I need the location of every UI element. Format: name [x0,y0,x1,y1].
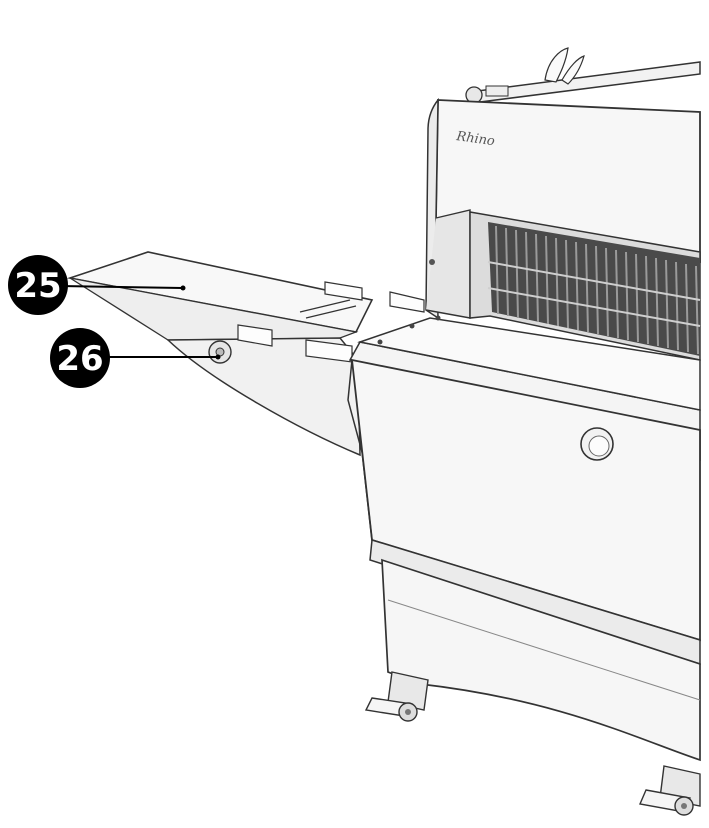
brand-logo: Rhino [454,129,495,149]
callout-26: 26 [50,328,221,388]
cabinet-body [347,315,701,642]
caster-right [639,765,701,816]
callout-26-number: 26 [56,339,103,379]
top-lever-arm [465,47,701,104]
callout-25-badge [8,255,68,315]
callout-25-number: 25 [14,266,61,306]
callout-26-badge [50,328,110,388]
callout-25: 25 [8,255,186,315]
base-frame [369,539,701,762]
blade-assembly [469,211,701,361]
caster-left [364,671,429,722]
callout-25-leader [59,285,183,289]
feed-tray [66,251,425,457]
